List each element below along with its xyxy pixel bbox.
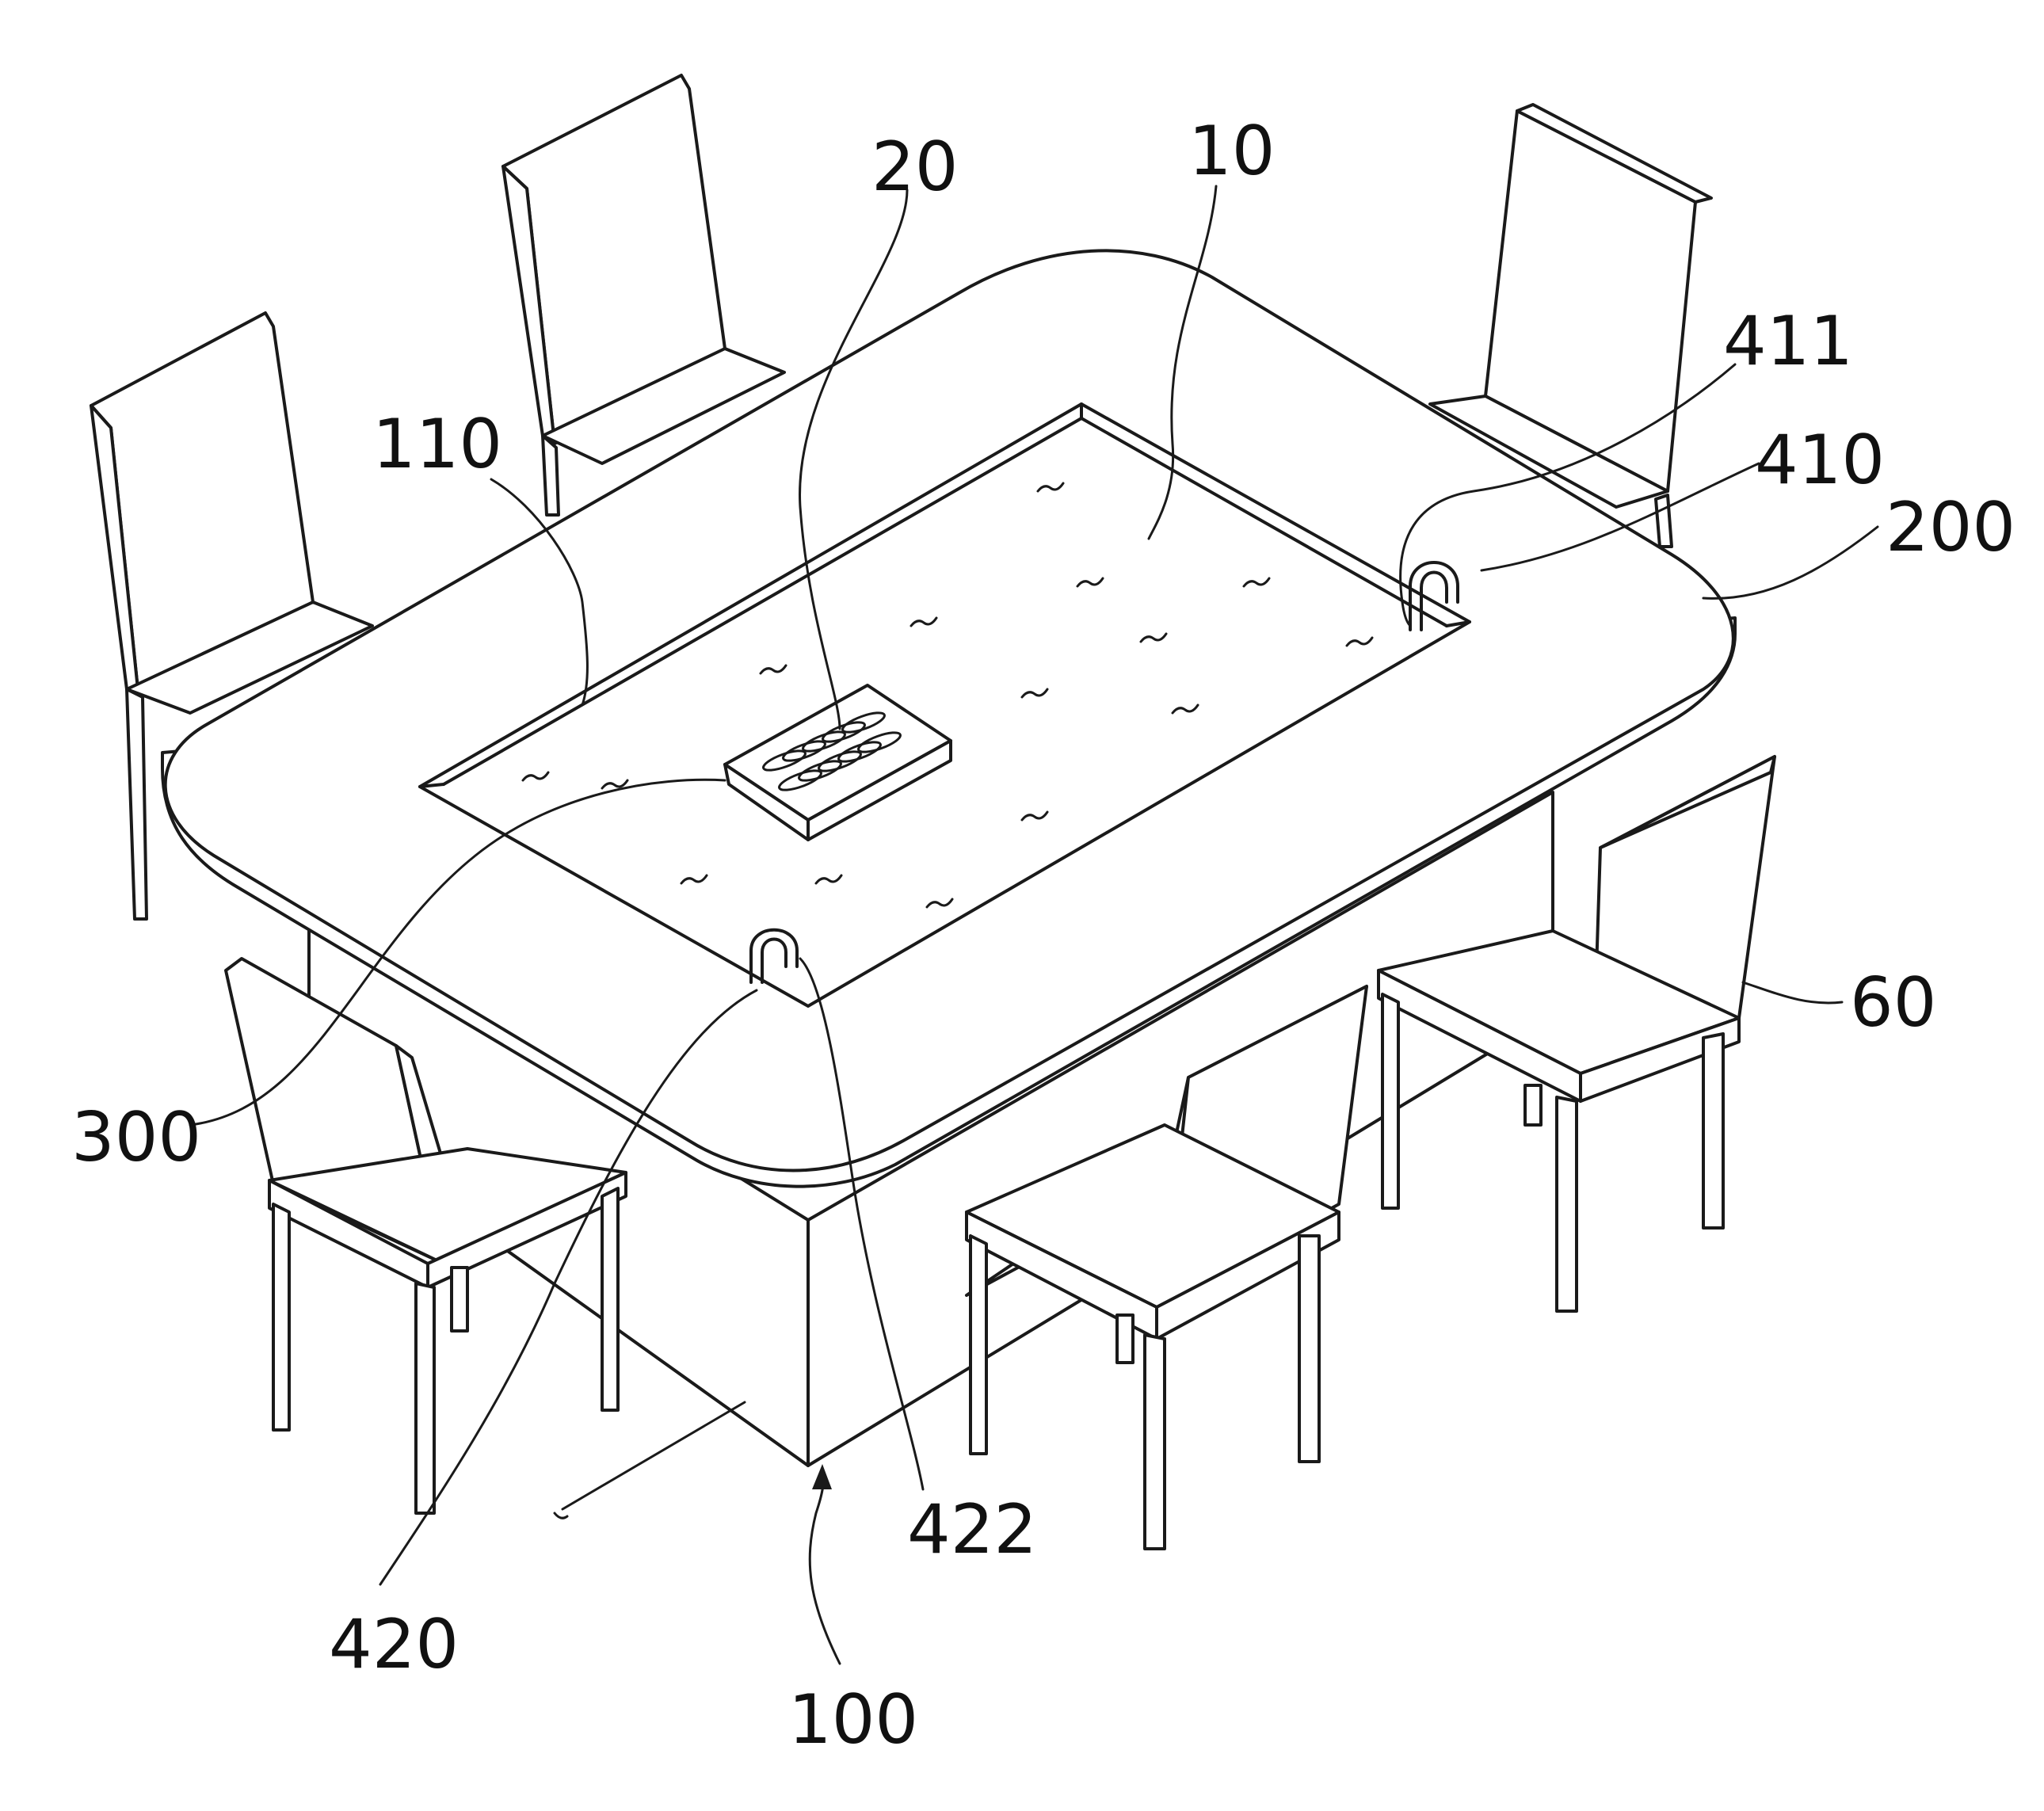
label-100: 100: [788, 1680, 918, 1760]
label-300: 300: [71, 1098, 201, 1177]
water-ripples: [521, 482, 1374, 909]
base-dimension: [553, 1401, 746, 1519]
fish-box-300: [723, 684, 952, 841]
chair-back-right: [1428, 103, 1713, 548]
chair-front-left: [224, 957, 627, 1515]
label-411: 411: [1723, 302, 1853, 381]
chair-back-center: [501, 74, 786, 517]
label-10: 10: [1188, 112, 1275, 191]
faucet-420: [749, 928, 799, 984]
label-110: 110: [372, 405, 502, 484]
faucet-410: [1409, 561, 1459, 631]
fish-group-20: [762, 711, 902, 791]
reference-labels: 20 10 411 110 410 200 60 300 422 420 100: [71, 112, 2015, 1760]
label-410: 410: [1755, 421, 1885, 500]
label-422: 422: [907, 1490, 1037, 1569]
label-200: 200: [1886, 488, 2015, 567]
water-tank-10: [418, 402, 1471, 1008]
leader-lines: [189, 185, 1879, 1665]
label-20: 20: [871, 128, 958, 207]
label-60: 60: [1850, 963, 1936, 1043]
label-420: 420: [329, 1605, 459, 1684]
chair-front-center: [965, 985, 1368, 1550]
chair-back-left: [90, 311, 374, 921]
chair-front-right: [1377, 755, 1776, 1313]
